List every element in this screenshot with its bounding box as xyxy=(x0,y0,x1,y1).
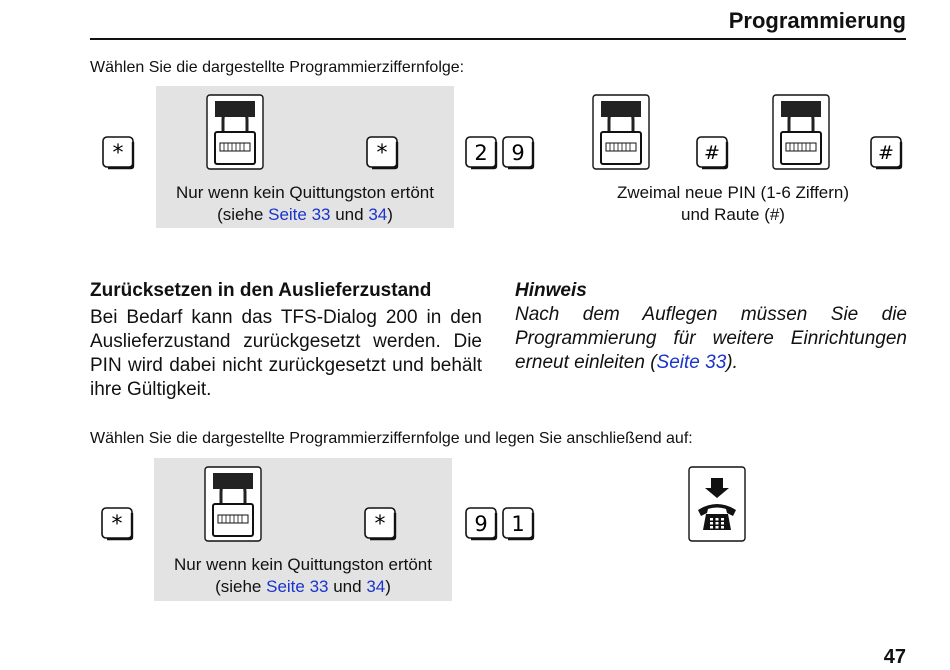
page-title: Programmierung xyxy=(728,8,906,33)
caption-line1: Zweimal neue PIN (1-6 Ziffern) xyxy=(616,183,850,202)
lock-icon xyxy=(592,94,650,170)
lock-icon xyxy=(206,94,264,170)
page-link-34[interactable]: 34 xyxy=(366,577,386,596)
step2-conditional-box xyxy=(154,458,452,601)
caption-line1: Nur wenn kein Quittungston ertönt xyxy=(174,555,432,574)
page-number: 47 xyxy=(883,646,906,668)
hash-key-icon: # xyxy=(696,136,729,170)
hint-title: Hinweis xyxy=(515,280,587,301)
lock-icon xyxy=(204,466,262,542)
step2-instruction: Wählen Sie die dargestellte Programmierz… xyxy=(90,430,693,447)
header-divider xyxy=(90,38,906,40)
digit-key-label: 9 xyxy=(474,512,487,536)
hash-key-label: # xyxy=(878,142,894,164)
digit-key-label: 1 xyxy=(511,512,524,536)
star-key-icon: * xyxy=(364,507,397,541)
star-key-label: * xyxy=(113,141,124,166)
hang-up-phone-icon xyxy=(688,466,746,542)
caption-line1: Nur wenn kein Quittungston ertönt xyxy=(176,183,434,202)
caption-line2: (siehe Seite 33 und 34) xyxy=(217,205,393,224)
digit-key-label: 2 xyxy=(474,141,487,165)
step1-conditional-box xyxy=(156,86,454,228)
step1-instruction: Wählen Sie die dargestellte Programmierz… xyxy=(90,59,465,76)
step2-conditional-caption: Nur wenn kein Quittungston ertönt (siehe… xyxy=(154,554,452,598)
hash-key-icon: # xyxy=(870,136,903,170)
reset-section-text: Bei Bedarf kann das TFS-Dialog 200 in de… xyxy=(90,307,482,400)
star-key-icon: * xyxy=(102,136,135,170)
digit-key-9-icon: 9 xyxy=(465,507,498,541)
digit-key-label: 9 xyxy=(511,141,524,165)
lock-icon xyxy=(772,94,830,170)
page-link-34[interactable]: 34 xyxy=(368,205,388,224)
star-key-label: * xyxy=(375,512,386,537)
page-link-33[interactable]: Seite 33 xyxy=(656,352,727,373)
digit-key-2-icon: 2 xyxy=(465,136,498,170)
star-key-label: * xyxy=(112,512,123,537)
star-key-label: * xyxy=(377,141,388,166)
star-key-icon: * xyxy=(366,136,399,170)
star-key-icon: * xyxy=(101,507,134,541)
reset-section-title: Zurücksetzen in den Auslieferzustand xyxy=(90,280,432,301)
hash-key-label: # xyxy=(704,142,720,164)
page-link-33[interactable]: Seite 33 xyxy=(268,205,331,224)
pin-entry-caption: Zweimal neue PIN (1-6 Ziffern) und Raute… xyxy=(590,182,876,226)
caption-line2: (siehe Seite 33 und 34) xyxy=(215,577,391,596)
caption-line2: und Raute (#) xyxy=(681,205,785,224)
digit-key-9-icon: 9 xyxy=(502,136,535,170)
step1-conditional-caption: Nur wenn kein Quittungston ertönt (siehe… xyxy=(156,182,454,226)
hint-text: Nach dem Auflegen müssen Sie die Program… xyxy=(515,304,907,373)
page-link-33[interactable]: Seite 33 xyxy=(266,577,329,596)
digit-key-1-icon: 1 xyxy=(502,507,535,541)
